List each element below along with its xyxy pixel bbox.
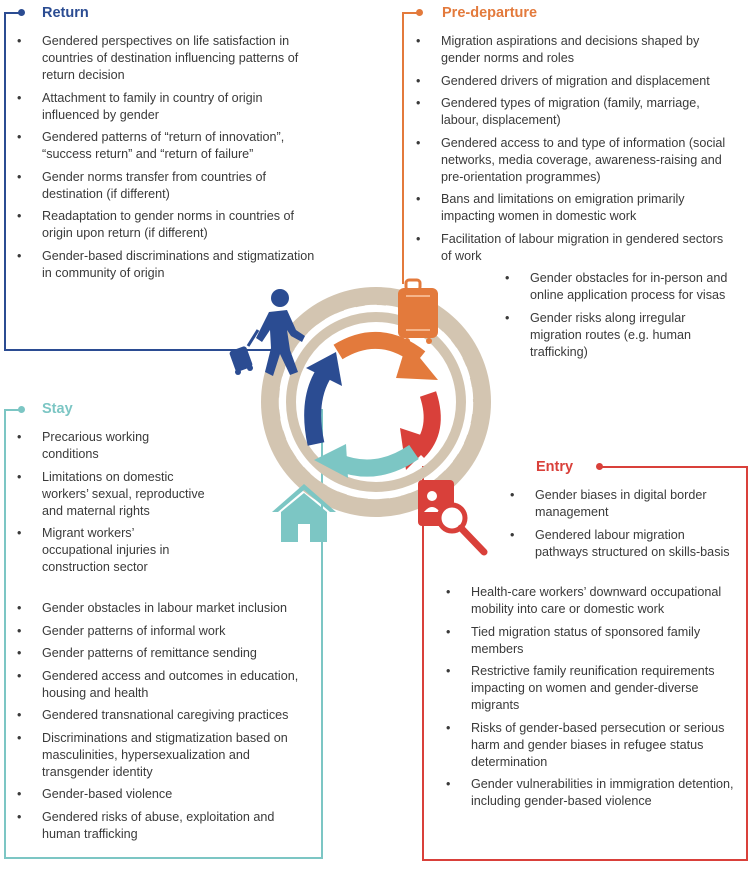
road-inner-band [286,312,466,492]
arrow-stay [314,444,419,478]
return-dot [18,9,25,16]
passport-search-icon [418,480,488,556]
stay-title-rule [4,409,20,411]
road-center-line [278,304,474,500]
list-item: Facilitation of labour migration in gend… [414,231,734,265]
pre-departure-list: Migration aspirations and decisions shap… [414,33,734,270]
pre-departure-sub-list: Gender obstacles for in-person and onlin… [503,270,738,366]
list-item: Tied migration status of sponsored famil… [444,624,736,658]
list-item: Gender biases in digital border manageme… [508,487,733,521]
list-item: Gendered access and outcomes in educatio… [15,668,315,702]
return-frame [4,12,291,351]
stay-title: Stay [42,401,73,417]
list-item: Gender risks along irregular migration r… [503,310,738,361]
return-list: Gendered perspectives on life satisfacti… [15,33,315,287]
traveller-icon [229,289,305,376]
list-item: Migrant workers’ occupational injuries i… [15,525,207,576]
list-item: Gendered transnational caregiving practi… [15,707,315,724]
house-icon [272,484,336,542]
list-item: Gendered access to and type of informati… [414,135,734,186]
list-item: Restrictive family reunification require… [444,663,736,714]
entry-title-rule [600,466,746,468]
arrow-pre-departure [333,331,438,380]
list-item: Gendered perspectives on life satisfacti… [15,33,315,84]
list-item: Gender patterns of informal work [15,623,315,640]
entry-title: Entry [536,459,574,475]
list-item: Health-care workers’ downward occupation… [444,584,736,618]
list-item: Gendered drivers of migration and displa… [414,73,734,90]
list-item: Gender patterns of remittance sending [15,645,315,662]
list-item: Bans and limitations on emigration prima… [414,191,734,225]
stay-list: Gender obstacles in labour market inclus… [15,600,315,848]
road-ring [261,287,491,517]
return-title-rule [4,12,20,14]
list-item: Gendered types of migration (family, mar… [414,95,734,129]
entry-sub-list: Gender biases in digital border manageme… [508,487,733,566]
list-item: Limitations on domestic workers’ sexual,… [15,469,207,520]
return-title: Return [42,5,89,21]
list-item: Gender norms transfer from countries of … [15,169,315,203]
list-item: Gender obstacles in labour market inclus… [15,600,315,617]
list-item: Migration aspirations and decisions shap… [414,33,734,67]
list-item: Gender-based violence [15,786,315,803]
suitcase-icon [398,278,438,344]
entry-list: Health-care workers’ downward occupation… [444,584,736,816]
list-item: Discriminations and stigmatization based… [15,730,315,781]
entry-frame [422,466,748,861]
pre-departure-title: Pre-departure [442,5,538,21]
list-item: Risks of gender-based persecution or ser… [444,720,736,771]
pre-departure-dot [416,9,423,16]
stay-list-narrow: Precarious working conditions Limitation… [15,429,207,582]
list-item: Attachment to family in country of origi… [15,90,315,124]
list-item: Gendered risks of abuse, exploitation an… [15,809,315,843]
list-item: Gender vulnerabilities in immigration de… [444,776,736,810]
pre-departure-frame [402,12,404,284]
list-item: Gendered labour migration pathways struc… [508,527,733,561]
list-item: Gender-based discriminations and stigmat… [15,248,315,282]
list-item: Precarious working conditions [15,429,207,463]
stay-frame [4,409,323,859]
stay-dot [18,406,25,413]
list-item: Readaptation to gender norms in countrie… [15,208,315,242]
arrow-return [304,352,342,446]
pre-departure-title-rule [402,12,418,14]
list-item: Gendered patterns of “return of innovati… [15,129,315,163]
list-item: Gender obstacles for in-person and onlin… [503,270,738,304]
entry-dot [596,463,603,470]
